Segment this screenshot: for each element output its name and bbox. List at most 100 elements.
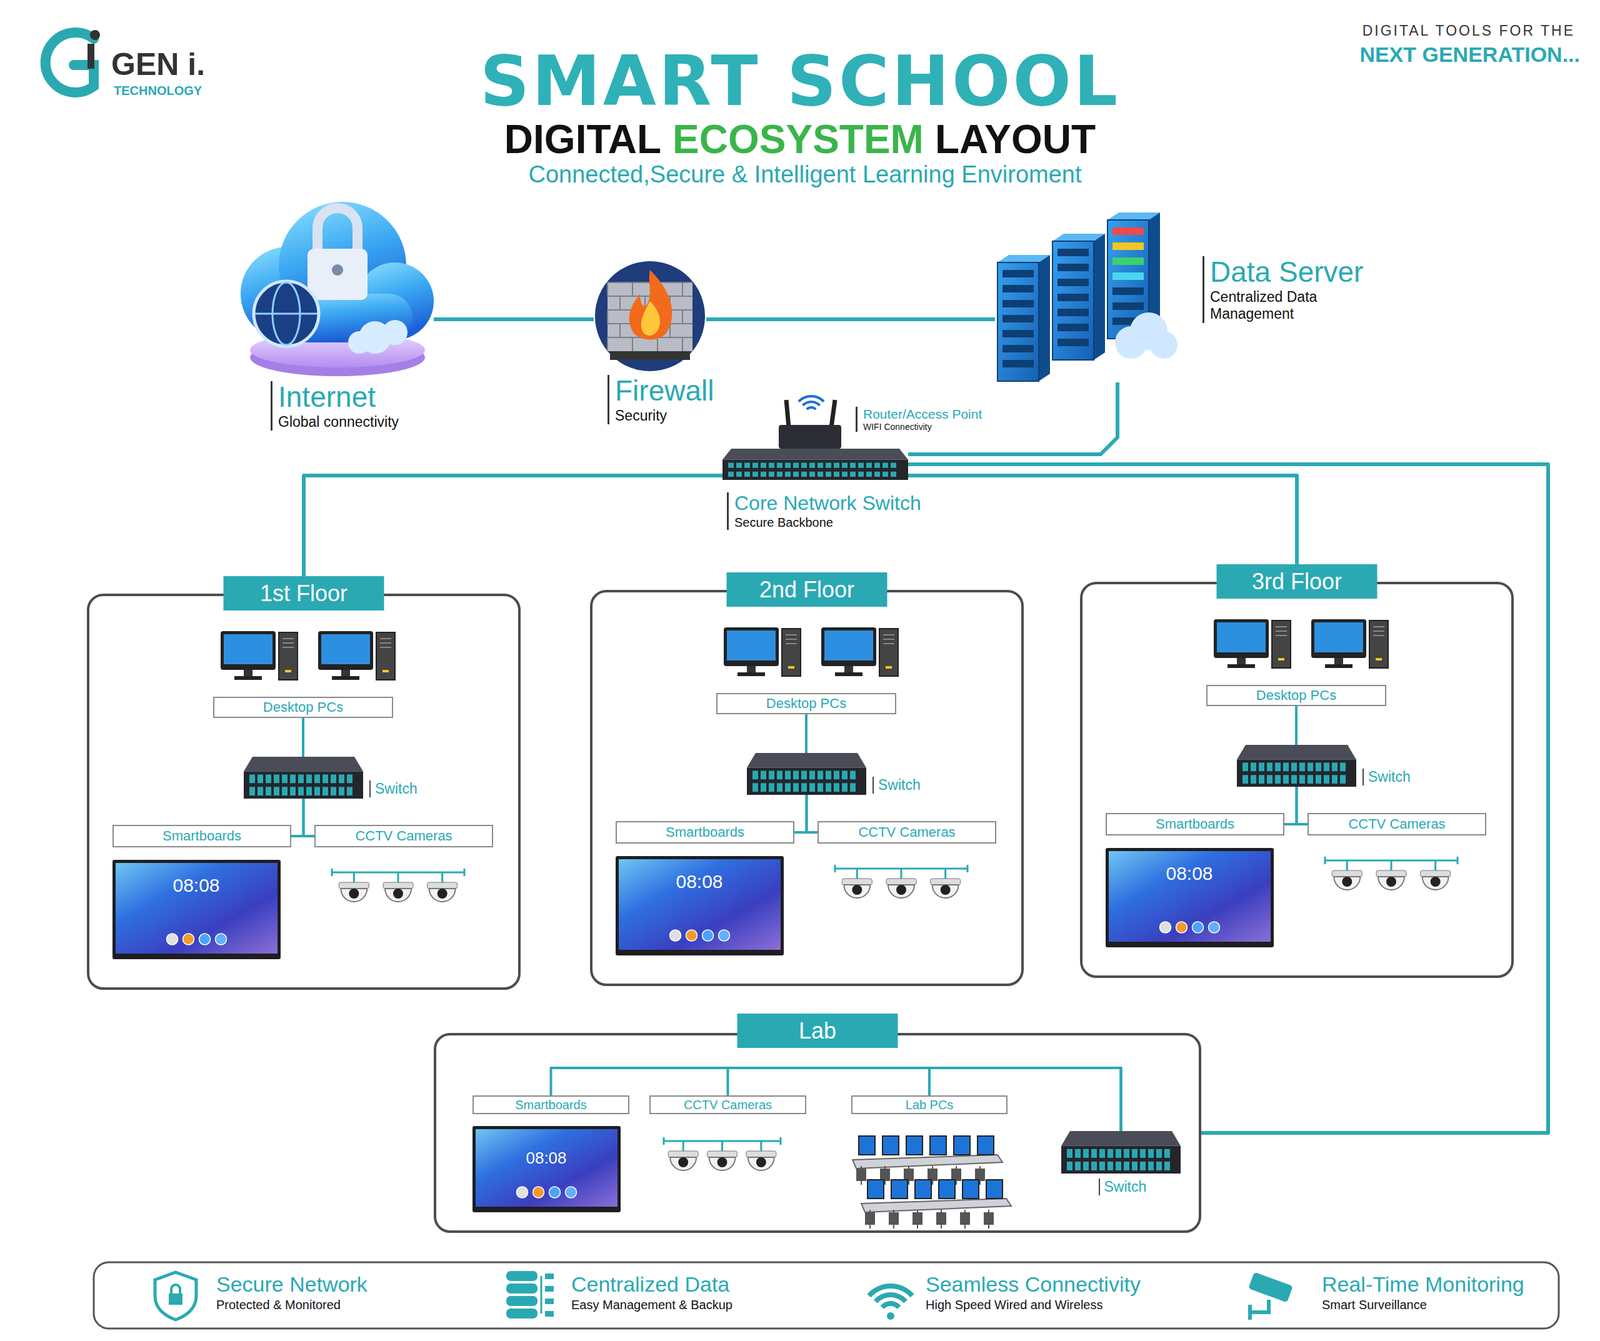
feature-caption: High Speed Wired and Wireless — [925, 1296, 1141, 1314]
shield-icon — [155, 1272, 197, 1320]
port — [793, 471, 799, 477]
port — [1331, 762, 1338, 772]
network-link — [908, 475, 1297, 565]
device-heading: Smartboards — [1155, 816, 1235, 833]
tower-slot — [1373, 626, 1385, 628]
port — [322, 774, 329, 784]
camera-lens — [940, 885, 951, 895]
feature-heading: Seamless Connectivity — [925, 1272, 1141, 1297]
port — [1091, 1149, 1097, 1159]
tower-slot — [883, 643, 895, 645]
network-switch: Switch — [1236, 745, 1357, 787]
device-label-box: Smartboards — [1105, 813, 1285, 836]
camera-base — [1331, 870, 1362, 877]
port — [249, 774, 255, 784]
port — [1115, 1161, 1122, 1171]
camera-base — [338, 882, 369, 889]
monitor — [821, 627, 877, 667]
device-heading: Firewall — [615, 375, 714, 408]
switch-front — [1236, 759, 1357, 787]
router-access-point: Router/Access PointWIFI Connectivity — [770, 393, 847, 449]
device-caption: WIFI Connectivity — [863, 421, 982, 433]
stand — [1334, 658, 1344, 665]
network-link — [551, 1068, 1122, 1132]
tower — [1369, 620, 1389, 669]
tower-slot — [785, 643, 797, 645]
led — [788, 666, 795, 669]
database-link — [540, 1276, 543, 1314]
base — [331, 676, 360, 680]
camera-base — [930, 878, 961, 885]
lab-monitor — [930, 1136, 947, 1155]
port — [273, 786, 280, 796]
port — [338, 774, 345, 784]
internet-cloud-icon — [240, 201, 434, 377]
tower-slot — [785, 634, 797, 636]
port — [314, 786, 320, 796]
port — [841, 783, 848, 792]
lab-monitor — [915, 1180, 932, 1199]
switch-caption-box: Switch — [369, 780, 418, 798]
screen — [321, 634, 370, 665]
port — [825, 770, 832, 780]
tower-slot — [1373, 635, 1385, 637]
tower-slot — [1373, 630, 1385, 632]
rack-side — [1038, 255, 1050, 382]
wifi-icon-arc — [873, 1292, 908, 1304]
lab-chair — [936, 1212, 947, 1225]
tower-slot — [380, 646, 392, 649]
stand — [844, 666, 854, 673]
rack-unit — [1057, 293, 1089, 302]
switch-caption-box: Switch — [1098, 1178, 1147, 1196]
port — [1123, 1149, 1130, 1159]
port — [768, 783, 775, 792]
camera-drop — [856, 868, 859, 879]
rack-unit — [1002, 270, 1034, 278]
network-link — [806, 795, 819, 833]
device-heading: Desktop PCs — [263, 699, 344, 716]
port — [874, 471, 880, 477]
smartboard-screen — [1108, 851, 1271, 942]
rack-unit — [1057, 248, 1089, 257]
firewall-icon — [595, 261, 705, 372]
camera-lens — [756, 1157, 767, 1168]
app-icon — [166, 933, 179, 945]
port — [330, 774, 337, 784]
app-icon — [718, 930, 730, 942]
camera-rail-end — [780, 1137, 782, 1145]
camera-dome — [1422, 876, 1449, 890]
network-link — [1284, 786, 1297, 825]
rack-unit — [1112, 242, 1144, 250]
camera-rail-end — [463, 868, 466, 877]
device-label-box: Desktop PCs — [1206, 685, 1387, 707]
device-caption: Router/Access PointWIFI Connectivity — [855, 406, 982, 432]
port — [281, 774, 288, 784]
keyhole — [331, 264, 344, 276]
port — [817, 770, 824, 780]
port — [1107, 1149, 1114, 1159]
port — [1131, 1149, 1138, 1159]
port — [1266, 762, 1273, 772]
tower-slot — [785, 638, 797, 640]
brick-joint — [681, 282, 684, 297]
app-icon — [199, 933, 211, 945]
monitor — [723, 627, 779, 667]
port — [858, 463, 864, 469]
port — [1283, 762, 1289, 772]
brick-joint — [681, 310, 684, 324]
screen — [1216, 622, 1266, 653]
port — [1315, 775, 1322, 784]
network-switch: Switch — [1061, 1131, 1181, 1174]
camera-dome — [748, 1157, 775, 1171]
port — [752, 463, 759, 469]
port — [825, 783, 832, 792]
globe-equator — [255, 313, 318, 315]
brand-text: NEXT GENERATION... — [1359, 42, 1580, 67]
device-label-box: Smartboards — [615, 821, 795, 844]
port — [850, 770, 856, 780]
tower-slot — [883, 638, 895, 640]
port — [265, 774, 272, 784]
port — [306, 786, 312, 796]
port — [1148, 1149, 1154, 1159]
port — [1066, 1149, 1073, 1159]
